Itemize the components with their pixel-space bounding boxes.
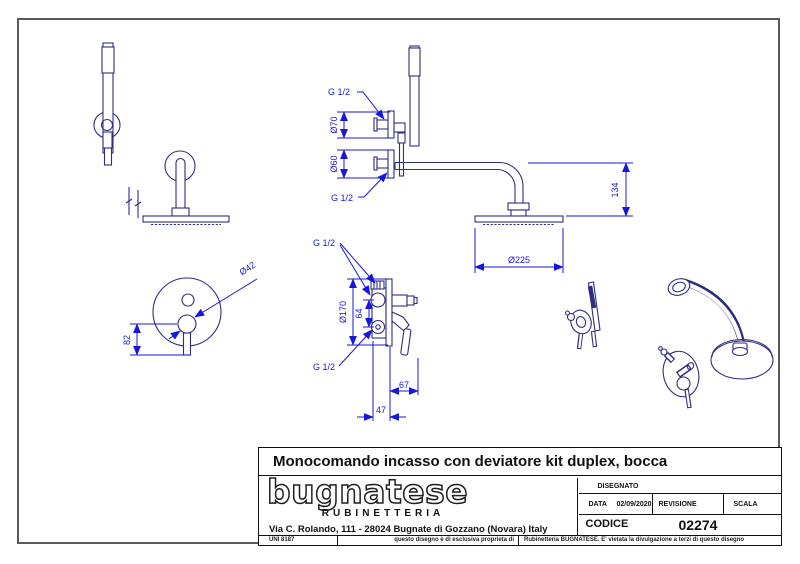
- headshower-front-view: [142, 150, 230, 226]
- dim-label-g12-bracket: G 1/2: [328, 87, 350, 97]
- brand-subtitle: RUBINETTERIA: [321, 507, 445, 519]
- mixer-front-view: [152, 277, 222, 356]
- dim-label-g12-mixer-bottom: G 1/2: [313, 362, 335, 372]
- title-block: Monocomando incasso con deviatore kit du…: [258, 447, 782, 546]
- mixer-side-view: [370, 278, 418, 356]
- revisione-label: REVISIONE: [658, 500, 697, 508]
- field-data: DATA 02/09/2020: [579, 493, 653, 514]
- dim-label-67: 67: [399, 380, 409, 390]
- side-assembly-view: [373, 45, 564, 226]
- dim-label-g12-mixer-top: G 1/2: [313, 238, 335, 248]
- dim-mixer-top-thread: G 1/2: [313, 238, 376, 296]
- codice-value: 02274: [678, 516, 718, 533]
- dim-label-d70: Ø70: [329, 116, 339, 133]
- field-scala: SCALA: [724, 494, 782, 514]
- data-label: DATA: [588, 500, 607, 508]
- dim-flange-thread: G 1/2: [331, 172, 388, 203]
- dim-label-d42: Ø42: [238, 260, 258, 278]
- dim-mixer-plate-diameter: Ø170: [338, 278, 388, 346]
- brand-logo: bugnatese: [266, 471, 469, 512]
- drawing-title: Monocomando incasso con deviatore kit du…: [259, 448, 781, 476]
- title-block-fields: DISEGNATO DATA 02/09/2020 REVISIONE SCAL…: [578, 478, 782, 535]
- dim-label-d170: Ø170: [338, 301, 348, 323]
- title-block-brand-area: bugnatese RUBINETTERIA Via C. Rolando, 1…: [259, 471, 578, 535]
- data-value: 02/09/2020: [616, 500, 652, 508]
- dim-label-64: 64: [354, 308, 364, 318]
- dim-label-134: 134: [610, 182, 620, 197]
- brand-address: Via C. Rolando, 111 - 28024 Bugnate di G…: [269, 523, 548, 535]
- handshower-iso-view: [564, 281, 601, 350]
- footer-note-left: questo disegno è di esclusiva proprieta …: [338, 535, 519, 545]
- dim-handle-length: 82: [122, 323, 191, 356]
- field-codice: CODICE 02274: [579, 515, 782, 535]
- dim-label-g12-flange: G 1/2: [331, 193, 353, 203]
- codice-label: CODICE: [585, 517, 629, 530]
- dim-head-diameter: Ø225: [474, 228, 564, 273]
- standard-ref: UNI 8187: [259, 535, 338, 545]
- armshower-iso-view: [667, 278, 774, 380]
- dim-label-47: 47: [376, 405, 386, 415]
- dim-mixer-port-spacing: 64: [354, 299, 374, 328]
- dim-bracket-thread: G 1/2: [328, 87, 385, 120]
- dim-label-d60: Ø60: [329, 155, 339, 172]
- field-revisione: REVISIONE: [653, 493, 724, 514]
- field-disegnato: DISEGNATO: [578, 478, 781, 494]
- dim-mixer-protrusion: 67: [389, 347, 419, 421]
- dim-arm-drop: 134: [528, 162, 633, 217]
- break-symbol: [125, 187, 142, 218]
- footer-note-right: Rubinetteria BUGNATESE. E' vietata la di…: [524, 536, 745, 543]
- mixer-iso-view: [658, 346, 700, 409]
- dim-mixer-depth: 47: [357, 341, 406, 421]
- dim-bracket-diameter: Ø70: [329, 111, 390, 139]
- handshower-front-view: [93, 42, 121, 166]
- dim-label-82: 82: [122, 335, 132, 345]
- dim-mixer-bottom-thread: G 1/2: [313, 329, 373, 372]
- dim-label-d225: Ø225: [508, 255, 530, 265]
- title-block-footer: UNI 8187 questo disegno è di esclusiva p…: [259, 534, 781, 545]
- scala-label: SCALA: [733, 500, 758, 508]
